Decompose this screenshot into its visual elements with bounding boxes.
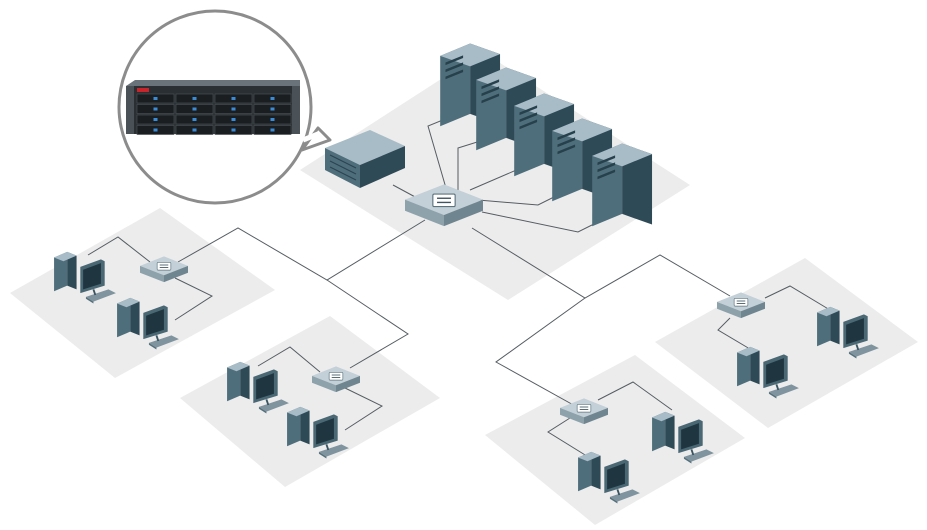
- link-switch-b-to-ws-b1: [257, 346, 321, 373]
- vendor-badge: [137, 88, 149, 92]
- drive-led: [192, 97, 197, 100]
- drive-led: [153, 107, 158, 111]
- drive-led: [153, 97, 158, 100]
- rack-storage-chassis-icon: [126, 80, 300, 135]
- drive-led: [192, 128, 197, 132]
- network-links: [87, 114, 831, 459]
- drive-led: [270, 128, 275, 132]
- link-switch-b-to-ws-b2: [344, 387, 384, 431]
- link-core-to-east: [471, 227, 731, 299]
- zone-group-c: [485, 355, 745, 525]
- drive-led: [153, 118, 158, 121]
- link-switch-c-to-ws-c1: [597, 381, 673, 411]
- drive-led: [153, 128, 158, 132]
- drive-led: [192, 107, 197, 111]
- drive-led: [231, 128, 236, 132]
- drive-led: [231, 107, 236, 111]
- link-switch-c-to-ws-c2: [547, 417, 591, 459]
- link-east-to-group-c: [495, 297, 587, 413]
- link-switch-d-to-ws-d2: [717, 317, 756, 353]
- tower-server-icon: [592, 143, 653, 228]
- drive-led: [192, 118, 197, 121]
- drive-led: [231, 118, 236, 121]
- drive-led: [270, 97, 275, 100]
- zone-group-b: [180, 316, 440, 487]
- link-switch-a-to-ws-a2: [174, 277, 214, 321]
- link-switch-a-to-ws-a1: [87, 236, 151, 263]
- zone-server-room: [300, 52, 690, 300]
- zone-group-d: [655, 258, 918, 428]
- drive-led: [231, 97, 236, 100]
- link-core-to-server-5: [481, 211, 599, 233]
- storage-array-icon: [325, 130, 405, 188]
- link-west-to-group-b: [326, 279, 409, 369]
- storage-callout: [117, 9, 332, 205]
- link-switch-d-to-ws-d1: [764, 285, 831, 311]
- drive-led: [270, 118, 275, 121]
- link-core-to-west: [177, 219, 426, 281]
- zone-group-a: [10, 208, 275, 378]
- drive-led: [270, 107, 275, 111]
